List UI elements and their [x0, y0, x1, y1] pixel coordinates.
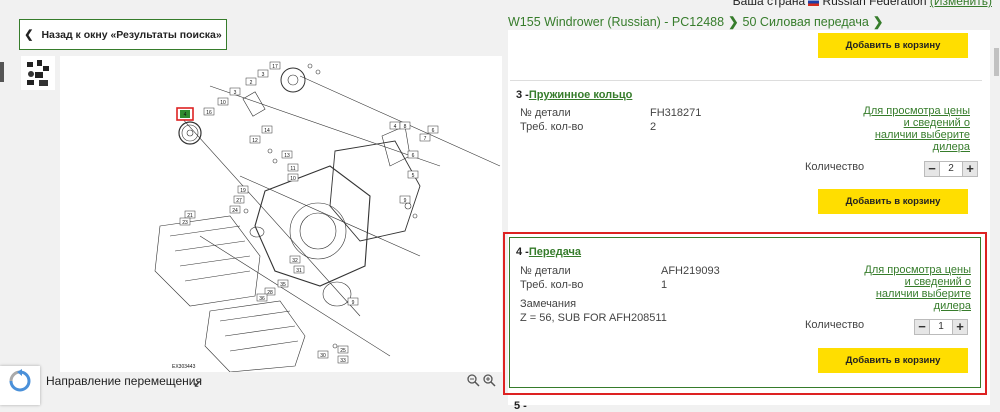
part-number-4: AFH219093 [661, 265, 720, 277]
part-card-3: 3 -Пружинное кольцо № детали FH318271 Тр… [510, 80, 982, 227]
chevron-right-icon: ❯ [872, 15, 884, 29]
country-name: Russian Federation [822, 0, 927, 8]
svg-text:23: 23 [182, 220, 188, 226]
change-country-link[interactable]: (Изменить) [929, 0, 992, 8]
back-to-results-button[interactable]: ❮ Назад к окну «Результаты поиска» [19, 19, 227, 50]
decrement-button[interactable]: − [924, 161, 940, 177]
svg-text:11: 11 [290, 166, 295, 172]
country-selector: Ваша страна Russian Federation (Изменить… [733, 0, 992, 8]
increment-button[interactable]: + [962, 161, 978, 177]
part-title-3: 3 -Пружинное кольцо [516, 89, 633, 101]
svg-text:12: 12 [252, 138, 258, 144]
svg-text:2: 2 [250, 80, 253, 86]
quantity-input[interactable]: 2 [940, 161, 962, 177]
svg-text:9: 9 [404, 198, 407, 204]
svg-text:14: 14 [264, 128, 270, 134]
left-panel-handle[interactable] [0, 62, 4, 82]
chevron-left-icon: ❮ [24, 29, 34, 41]
svg-text:16: 16 [206, 110, 212, 116]
svg-text:4: 4 [394, 124, 397, 130]
chevron-right-icon: ❯ [728, 15, 739, 29]
quantity-stepper-3[interactable]: − 2 + [924, 161, 978, 177]
part-link-3[interactable]: Пружинное кольцо [528, 89, 633, 101]
qty-required-4: 1 [661, 279, 668, 291]
part-title-5: 5 - [514, 400, 527, 412]
svg-text:6: 6 [412, 153, 415, 159]
breadcrumb-item-section[interactable]: 50 Силовая передача [742, 15, 869, 29]
svg-text:9: 9 [352, 300, 355, 306]
svg-text:6: 6 [432, 128, 435, 134]
svg-text:7: 7 [424, 136, 427, 142]
part-card-4: 4 -Передача № детали AFH219093 Треб. кол… [509, 237, 981, 388]
svg-text:3: 3 [234, 90, 237, 96]
part-link-4[interactable]: Передача [528, 246, 582, 258]
svg-text:10: 10 [220, 100, 226, 106]
svg-text:19: 19 [240, 188, 246, 194]
svg-text:8: 8 [404, 124, 407, 130]
direction-label: Направление перемещения [46, 374, 202, 388]
selected-part-highlight [503, 232, 987, 395]
scrollbar-thumb[interactable] [994, 48, 999, 76]
add-to-cart-button-prev[interactable]: Добавить в корзину [818, 33, 968, 58]
russia-flag-icon [808, 0, 820, 6]
increment-button[interactable]: + [952, 319, 968, 335]
svg-text:5: 5 [412, 173, 415, 179]
svg-text:25: 25 [340, 348, 346, 354]
svg-text:27: 27 [236, 198, 242, 204]
arrow-southwest-icon: ↙ [193, 376, 204, 390]
diagram-code: EX303443 [172, 364, 196, 370]
svg-text:28: 28 [267, 290, 273, 296]
zoom-in-icon[interactable] [483, 374, 496, 390]
recaptcha-badge[interactable] [0, 366, 40, 405]
zoom-out-icon[interactable] [467, 374, 480, 390]
diagram-thumbnail[interactable] [21, 56, 55, 90]
svg-text:30: 30 [320, 353, 326, 359]
svg-text:24: 24 [232, 208, 238, 214]
scrollbar-track[interactable] [992, 30, 1000, 405]
svg-text:32: 32 [292, 258, 298, 264]
svg-text:21: 21 [187, 213, 193, 219]
part-notes-4: Z = 56, SUB FOR AFH208511 [520, 312, 667, 324]
add-to-cart-button-3[interactable]: Добавить в корзину [818, 189, 968, 214]
svg-text:4: 4 [184, 112, 187, 118]
svg-text:31: 31 [296, 268, 302, 274]
svg-text:17: 17 [272, 64, 278, 70]
breadcrumb: W155 Windrower (Russian) - PC12488❯50 Си… [508, 14, 887, 29]
svg-text:33: 33 [340, 358, 346, 364]
svg-text:10: 10 [290, 176, 296, 182]
svg-text:13: 13 [284, 153, 290, 159]
add-to-cart-button-4[interactable]: Добавить в корзину [818, 348, 968, 373]
breadcrumb-item-model[interactable]: W155 Windrower (Russian) - PC12488 [508, 15, 725, 29]
svg-text:36: 36 [259, 296, 265, 302]
quantity-stepper-4[interactable]: − 1 + [914, 319, 968, 335]
part-number-3: FH318271 [650, 107, 702, 119]
svg-text:35: 35 [280, 282, 286, 288]
select-dealer-link-3[interactable]: Для просмотра цены и сведений о наличии … [863, 105, 970, 153]
quantity-input[interactable]: 1 [930, 319, 952, 335]
select-dealer-link-4[interactable]: Для просмотра цены и сведений о наличии … [864, 264, 971, 312]
decrement-button[interactable]: − [914, 319, 930, 335]
qty-required-3: 2 [650, 121, 657, 133]
part-title-4: 4 -Передача [516, 246, 582, 258]
svg-text:3: 3 [262, 72, 265, 78]
